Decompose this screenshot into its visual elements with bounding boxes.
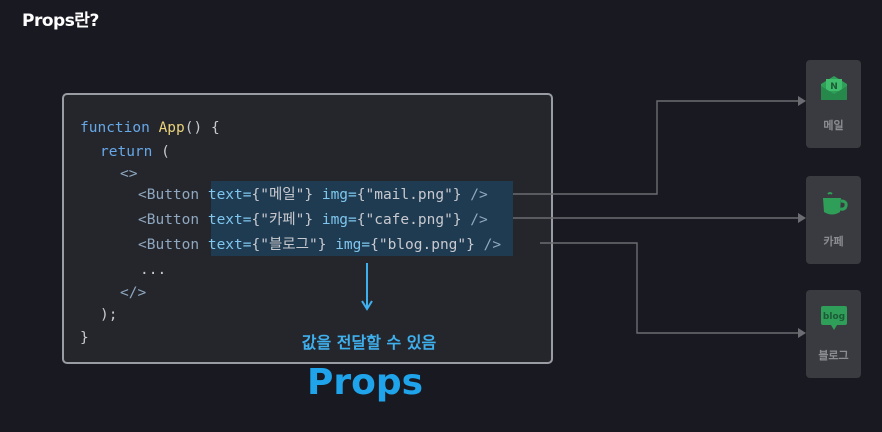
button-tag: <Button — [138, 212, 200, 228]
code-line-function: function App() { — [80, 116, 220, 140]
connector-blog — [540, 242, 800, 334]
text-attr: text= — [207, 212, 252, 228]
app-button-blog[interactable]: blog 블로그 — [806, 290, 861, 378]
text-value: {"카페"} — [251, 212, 314, 228]
code-brace-close: } — [80, 330, 89, 346]
connector-mail — [513, 100, 800, 195]
app-label-cafe: 카페 — [823, 235, 844, 248]
img-value: {"mail.png"} — [356, 187, 462, 203]
button-tag: <Button — [138, 237, 200, 253]
code-punctuation: ( — [152, 144, 170, 160]
caption: 값을 전달할 수 있음 — [301, 333, 437, 352]
text-attr: text= — [207, 187, 252, 203]
code-paren-close: ); — [100, 307, 118, 323]
keyword-function: function — [80, 120, 150, 136]
tag-close: /> — [470, 187, 488, 203]
code-panel: function App() { return ( <> <Button tex… — [62, 93, 553, 364]
code-punctuation: () { — [184, 120, 220, 136]
keyword-return: return — [100, 144, 153, 160]
arrowhead-mail — [798, 96, 806, 106]
props-label: Props — [306, 362, 424, 403]
function-name: App — [158, 120, 185, 136]
app-label-blog: 블로그 — [818, 349, 849, 362]
code-line-button-blog: <Button text={"블로그"} img={"blog.png"} /> — [138, 233, 501, 257]
tag-close: /> — [470, 212, 488, 228]
text-value: {"블로그"} — [251, 237, 327, 253]
page-title: Props란? — [22, 11, 99, 31]
code-ellipsis: ... — [140, 262, 167, 278]
img-value: {"blog.png"} — [370, 237, 475, 253]
text-attr: text= — [207, 237, 252, 253]
blog-icon: blog — [821, 306, 847, 330]
down-arrow-icon — [361, 263, 373, 311]
img-attr: img= — [321, 212, 357, 228]
text-value: {"메일"} — [251, 187, 314, 203]
img-value: {"cafe.png"} — [356, 212, 462, 228]
code-line-button-mail: <Button text={"메일"} img={"mail.png"} /> — [138, 183, 488, 207]
tag-close: /> — [483, 237, 502, 253]
props-highlight — [211, 181, 513, 256]
app-button-mail[interactable]: N 메일 — [806, 60, 861, 148]
app-label-mail: 메일 — [823, 119, 844, 132]
mail-icon: N — [821, 76, 847, 100]
code-line-button-cafe: <Button text={"카페"} img={"cafe.png"} /> — [138, 208, 488, 232]
arrowhead-cafe — [798, 213, 806, 223]
arrowhead-blog — [798, 328, 806, 338]
svg-text:N: N — [830, 82, 838, 92]
code-line-return: return ( — [100, 140, 170, 164]
button-tag: <Button — [138, 187, 200, 203]
code-fragment-open: <> — [120, 166, 138, 182]
code-fragment-close: </> — [120, 285, 147, 301]
cafe-icon — [823, 192, 848, 215]
img-attr: img= — [335, 237, 371, 253]
app-button-cafe[interactable]: 카페 — [806, 176, 861, 264]
img-attr: img= — [321, 187, 357, 203]
blog-icon-text: blog — [823, 312, 845, 322]
